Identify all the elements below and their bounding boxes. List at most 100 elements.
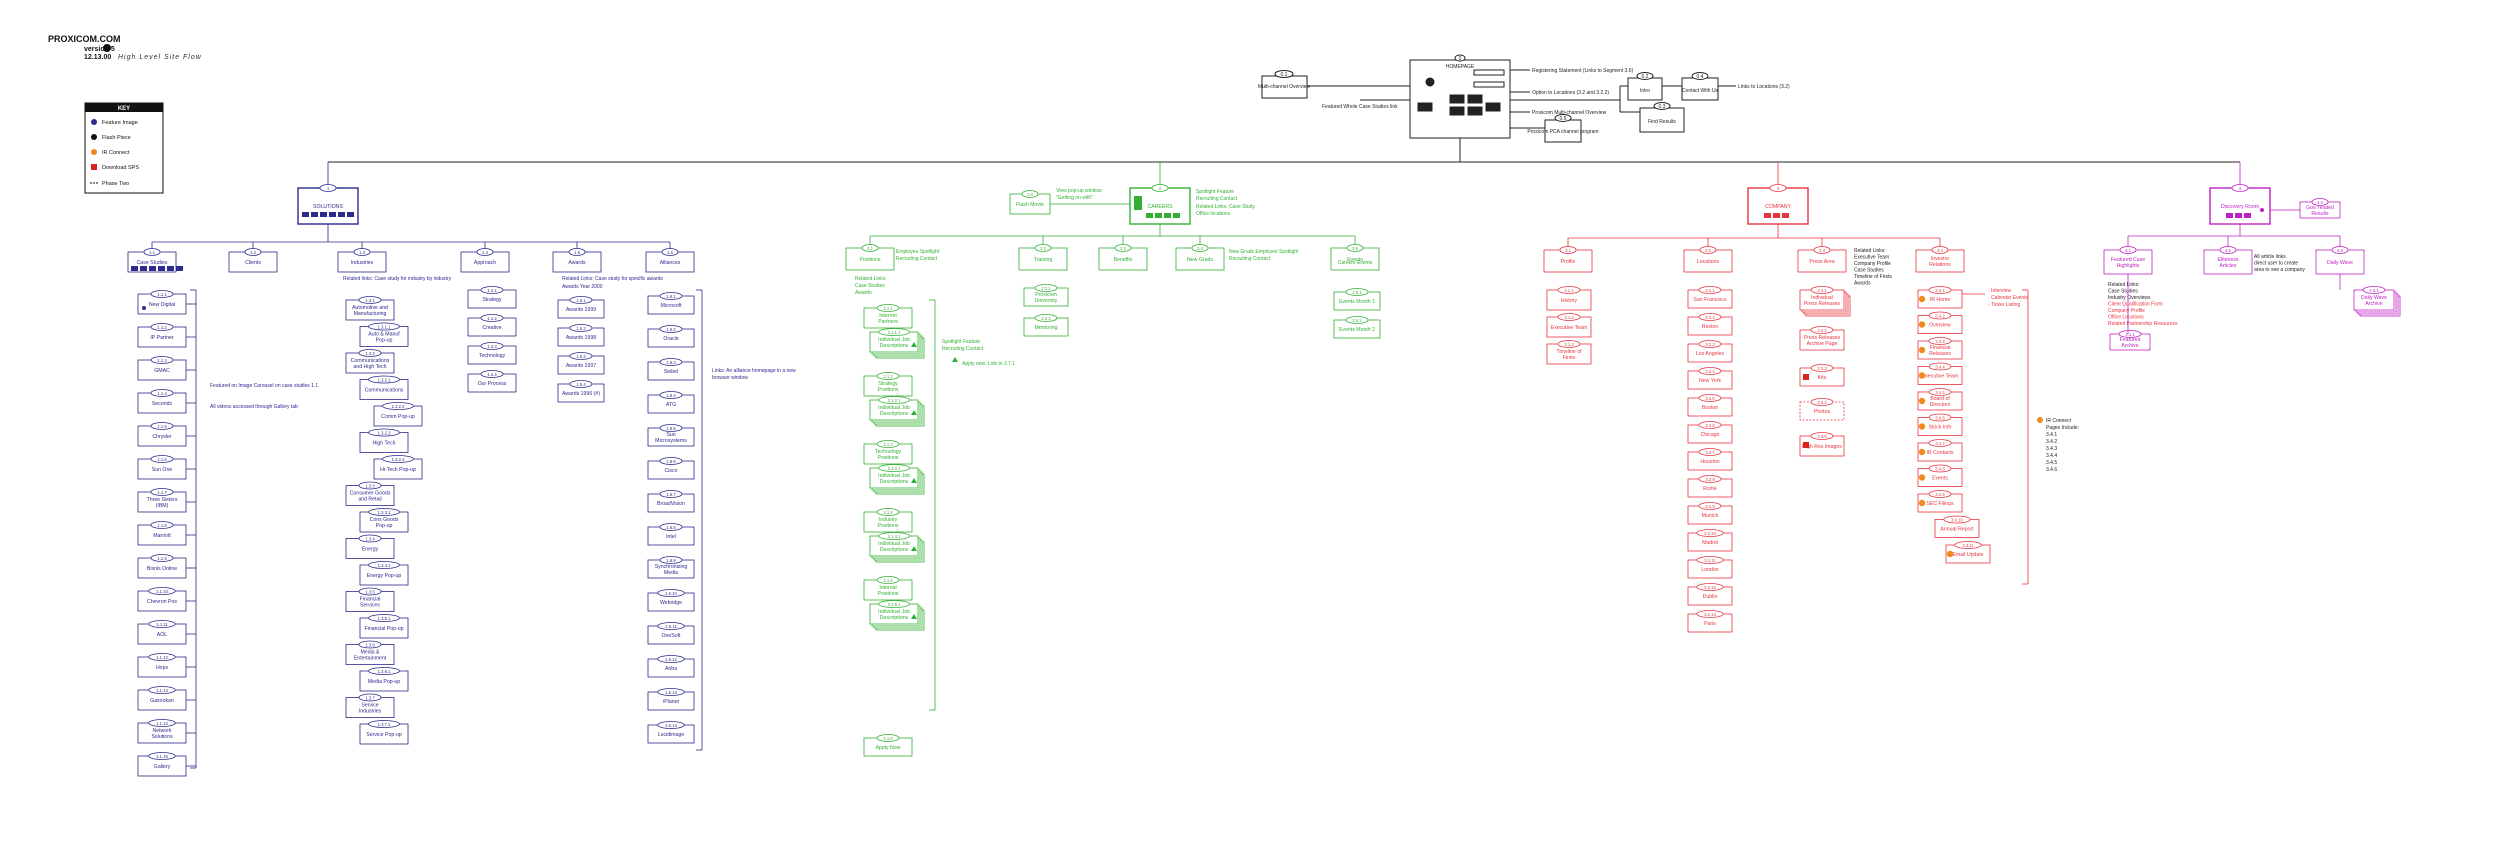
investor-page[interactable]: 3.4.7IR Contacts bbox=[1917, 439, 1963, 462]
case-study-page[interactable]: 1.1.2IP Partner bbox=[137, 323, 187, 348]
investor-page[interactable]: 3.4.1IR Home bbox=[1917, 286, 1963, 309]
industry-page[interactable]: 1.3.2.4Hi-Tech Pop-up bbox=[373, 455, 423, 480]
